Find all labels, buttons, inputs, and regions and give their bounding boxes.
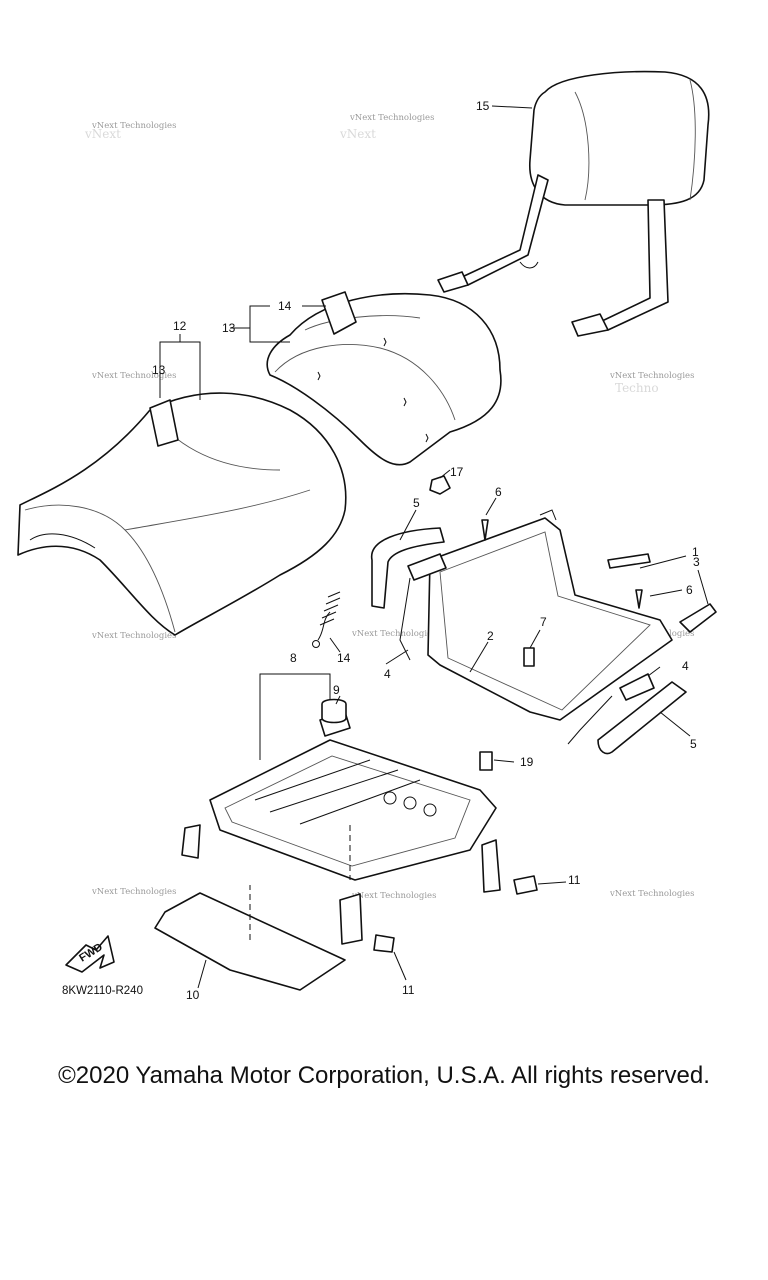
callout-10: 10 bbox=[186, 988, 200, 1002]
strap-part-13 bbox=[149, 399, 179, 447]
frame-part-2 bbox=[427, 509, 673, 721]
exploded-view: vNext vNext Technologies vNext vNext Tec… bbox=[17, 70, 717, 1002]
watermark: vNext Technologies bbox=[91, 887, 176, 897]
callout-11: 11 bbox=[402, 983, 415, 997]
watermark-shadow: vNext bbox=[84, 127, 121, 141]
forward-direction-arrow: FWD bbox=[65, 935, 115, 973]
bolt-part-11 bbox=[513, 875, 538, 895]
callout-6: 6 bbox=[686, 583, 693, 597]
callout-3: 3 bbox=[693, 555, 700, 569]
rider-seat-part-12 bbox=[17, 392, 347, 636]
cover-part-5 bbox=[597, 681, 687, 755]
watermark: vNext Technologies bbox=[609, 889, 694, 899]
passenger-seat-part-15 bbox=[266, 292, 502, 466]
callout-17: 15 bbox=[476, 99, 490, 113]
callout-8: 8 bbox=[290, 651, 297, 665]
wire bbox=[567, 695, 613, 745]
heater-part-4 bbox=[619, 673, 655, 701]
callout-15: 13 bbox=[222, 321, 236, 335]
callouts: 15 14 13 12 13 13 17 5 6 1 3 6 7 2 4 4 5… bbox=[152, 99, 700, 1002]
drawing-code: 8KW2110-R240 bbox=[62, 985, 143, 997]
callout-9: 9 bbox=[333, 683, 340, 697]
callout-4: 4 bbox=[384, 667, 391, 681]
callout-7: 7 bbox=[540, 615, 547, 629]
callout-6: 6 bbox=[495, 485, 502, 499]
callout-18: 17 bbox=[450, 465, 464, 479]
callout-5: 5 bbox=[413, 496, 420, 510]
bolt-part-19 bbox=[479, 751, 493, 771]
watermark: vNext Technologies bbox=[91, 631, 176, 641]
strap-part-16 bbox=[321, 291, 357, 335]
rivet-part-6 bbox=[481, 519, 643, 609]
bolt-part-11 bbox=[373, 934, 395, 953]
callout-2: 2 bbox=[487, 629, 494, 643]
leader-lines bbox=[159, 105, 709, 989]
watermark: vNext Technologies bbox=[91, 121, 176, 131]
watermark: vNext Technologies bbox=[349, 113, 434, 123]
bracket-part-3 bbox=[679, 603, 717, 633]
cover-part-5 bbox=[371, 527, 445, 609]
callout-5: 5 bbox=[690, 737, 697, 751]
spring-part-14 bbox=[312, 591, 341, 648]
callout-13-label: 13 bbox=[152, 363, 166, 377]
callout-4: 4 bbox=[682, 659, 689, 673]
callout-16: 14 bbox=[278, 299, 292, 313]
copyright-notice: ©2020 Yamaha Motor Corporation, U.S.A. A… bbox=[58, 1062, 710, 1089]
watermark: vNext Technologies bbox=[91, 371, 176, 381]
backrest-part-17 bbox=[437, 70, 710, 337]
mat-part-10 bbox=[154, 892, 346, 991]
watermark: vNext Technologies bbox=[351, 629, 436, 639]
watermark: vNext Technologies bbox=[609, 371, 694, 381]
watermark: vNext Technologies bbox=[351, 891, 436, 901]
callout-1: 1 bbox=[692, 545, 699, 559]
watermark-shadow: Techno bbox=[615, 381, 659, 395]
bolt-part-7 bbox=[523, 647, 535, 667]
damper-part-9 bbox=[321, 698, 347, 724]
watermark-shadow: vNext bbox=[339, 127, 376, 141]
heater-part-4 bbox=[407, 553, 447, 581]
callout-19: 19 bbox=[520, 755, 534, 769]
callout-11: 11 bbox=[568, 873, 581, 887]
callout-14-label: 14 bbox=[337, 651, 351, 665]
nut-part-18 bbox=[429, 475, 451, 495]
label-part-1 bbox=[607, 553, 651, 569]
callout-12: 12 bbox=[173, 319, 187, 333]
wire bbox=[399, 577, 411, 661]
